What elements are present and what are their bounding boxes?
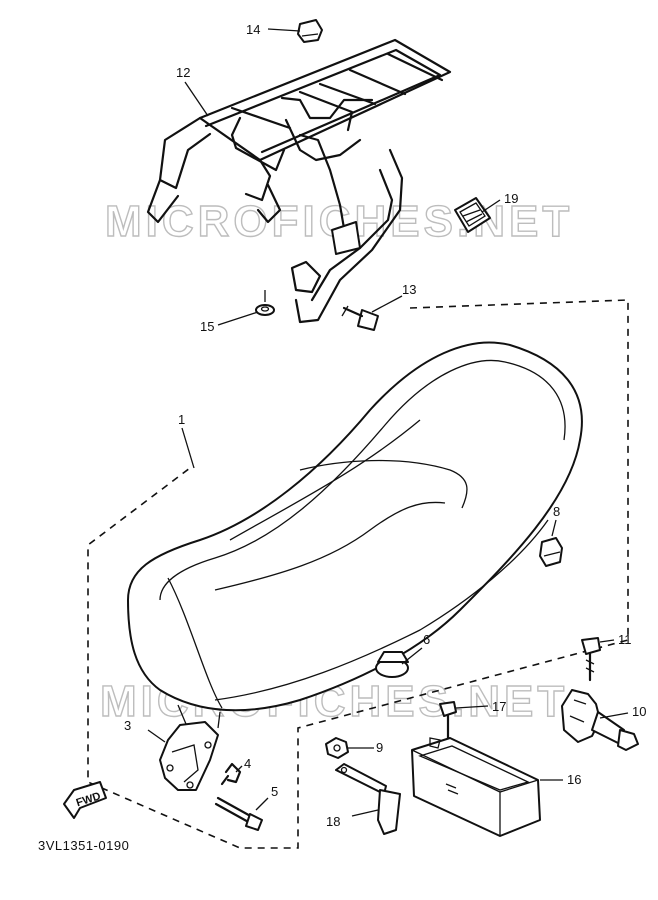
callouts: 14 12 19 13 15 1 8 11 6 10 17 3 9 4 16 5… bbox=[124, 22, 646, 829]
bracket-part-18 bbox=[335, 763, 401, 835]
seat-part-1 bbox=[127, 341, 583, 712]
callout-13: 13 bbox=[402, 282, 416, 297]
callout-19: 19 bbox=[504, 191, 518, 206]
callout-10: 10 bbox=[632, 704, 646, 719]
leader-lines bbox=[147, 28, 629, 817]
pin-part-5 bbox=[214, 796, 263, 831]
bolt-part-11 bbox=[581, 637, 601, 682]
damper-part-6 bbox=[375, 651, 409, 678]
rear-carrier-part-12 bbox=[146, 38, 452, 324]
clip-part-4 bbox=[220, 762, 242, 786]
callout-4: 4 bbox=[244, 756, 251, 771]
label-part-19 bbox=[454, 197, 491, 233]
washer-part-15 bbox=[255, 290, 275, 316]
callout-16: 16 bbox=[567, 772, 581, 787]
seat-lock-part-10 bbox=[561, 689, 639, 751]
callout-9: 9 bbox=[376, 740, 383, 755]
grommet-part-8 bbox=[539, 519, 563, 567]
callout-1: 1 bbox=[178, 412, 185, 427]
forward-arrow-icon: FWD bbox=[63, 781, 107, 819]
diagram-code: 3VL1351-0190 bbox=[38, 838, 129, 853]
cap-nut-part-14 bbox=[297, 19, 323, 43]
hinge-bracket-part-3 bbox=[159, 704, 221, 791]
callout-8: 8 bbox=[553, 504, 560, 519]
assembly-boundary bbox=[87, 299, 629, 849]
callout-14: 14 bbox=[246, 22, 260, 37]
callout-15: 15 bbox=[200, 319, 214, 334]
callout-12: 12 bbox=[176, 65, 190, 80]
tray-part-16 bbox=[411, 737, 541, 837]
bolt-part-13 bbox=[341, 305, 379, 331]
callout-17: 17 bbox=[492, 699, 506, 714]
callout-11: 11 bbox=[618, 632, 632, 647]
callout-5: 5 bbox=[271, 784, 278, 799]
nut-part-9 bbox=[325, 737, 349, 759]
callout-3: 3 bbox=[124, 718, 131, 733]
callout-6: 6 bbox=[423, 632, 430, 647]
callout-18: 18 bbox=[326, 814, 340, 829]
